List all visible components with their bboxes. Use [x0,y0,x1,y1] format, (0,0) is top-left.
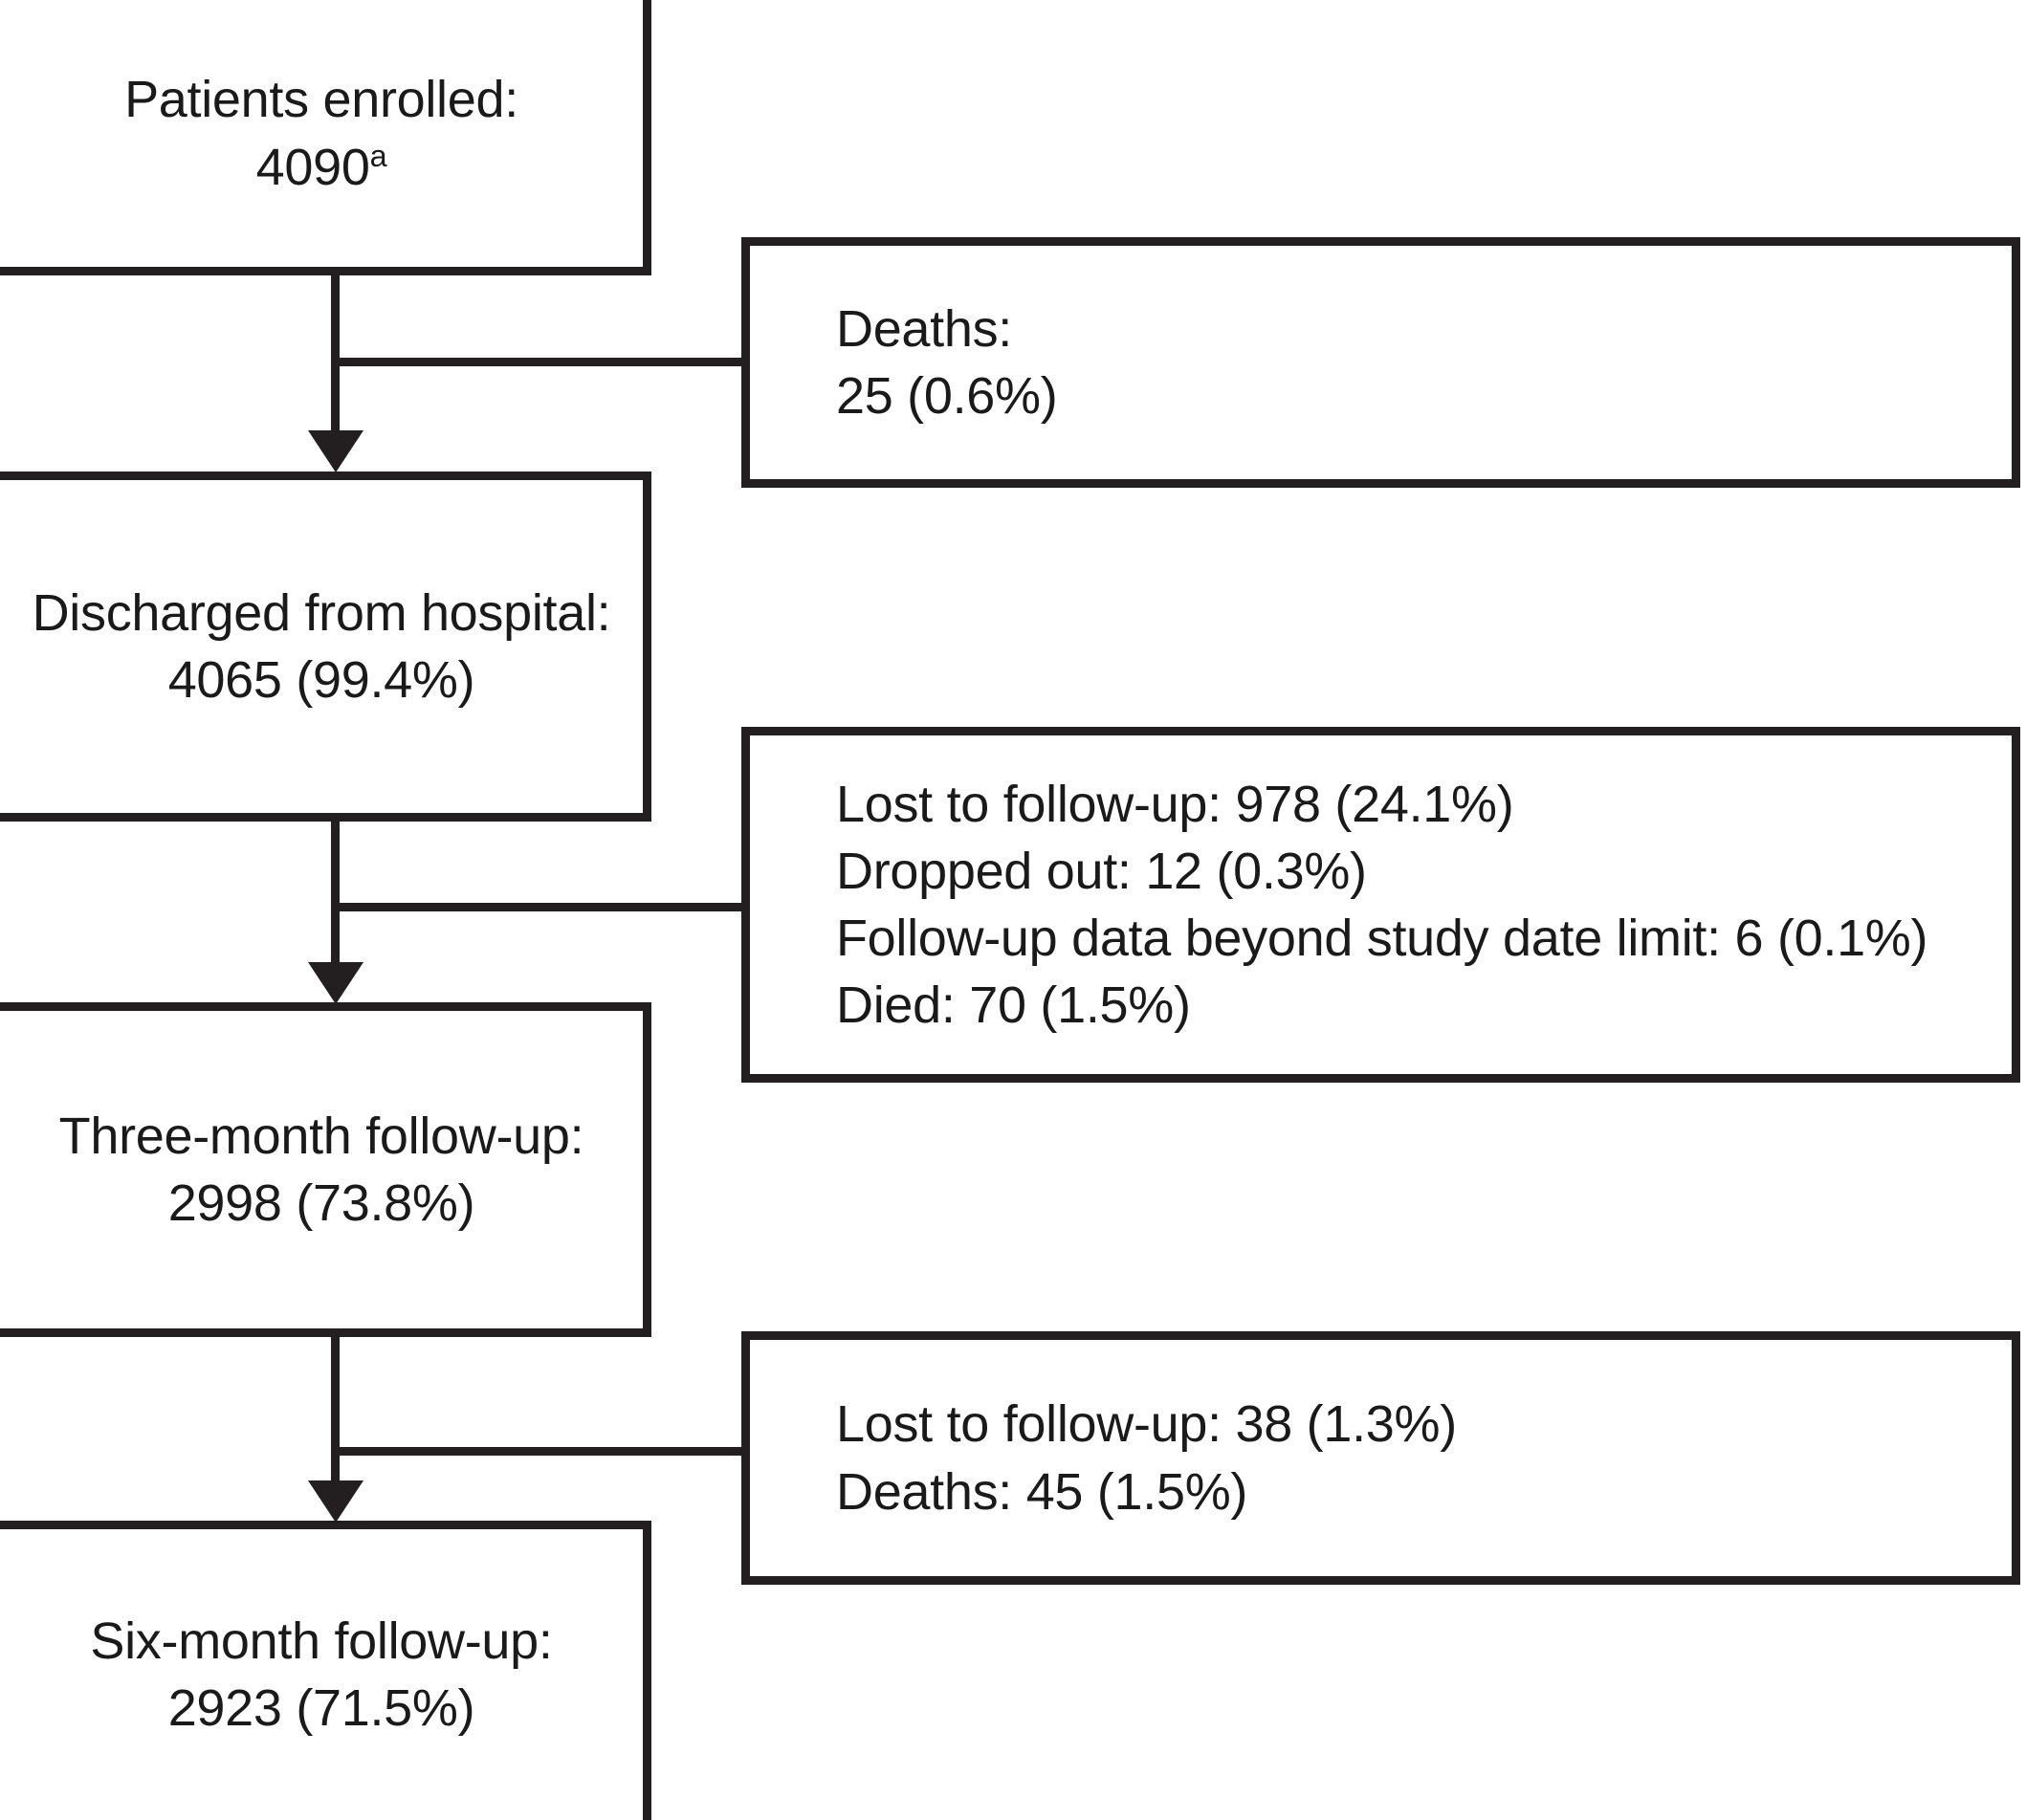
node-six-month-value: 2923 (71.5%) [167,1679,475,1737]
connector-vertical-enrolled-to-discharged [331,274,340,439]
arrowhead-to-discharged [308,430,363,472]
connector-vertical-three-month-to-six-month [331,1335,340,1488]
node-patients-enrolled-value: 4090a [256,134,387,201]
exclusion-box-after-enrollment: Deaths: 25 (0.6%) [741,237,2020,488]
connector-branch-to-deaths-box [331,358,746,366]
arrowhead-to-three-month [308,962,363,1004]
node-six-month-follow-up: Six-month follow-up: 2923 (71.5%) [0,1521,651,1820]
node-patients-enrolled-label: Patients enrolled: [124,71,518,129]
node-three-month-follow-up: Three-month follow-up: 2998 (73.8%) [0,1002,651,1337]
node-patients-enrolled: Patients enrolled: 4090a [0,0,651,275]
connector-vertical-discharged-to-three-month [331,820,340,971]
node-three-month-value: 2998 (73.8%) [167,1174,475,1232]
node-six-month-label: Six-month follow-up: [90,1612,553,1670]
exclusion-line: Lost to follow-up: 38 (1.3%) [836,1395,1457,1454]
exclusion-line: Follow-up data beyond study date limit: … [836,910,1928,967]
node-discharged-from-hospital: Discharged from hospital: 4065 (99.4%) [0,471,651,822]
node-discharged-label: Discharged from hospital: [32,583,611,642]
node-discharged-value: 4065 (99.4%) [167,651,475,709]
exclusion-line: Deaths: [836,299,1012,358]
exclusion-line: 25 (0.6%) [836,367,1058,425]
exclusion-line: Deaths: 45 (1.5%) [836,1462,1248,1521]
arrowhead-to-six-month [308,1480,363,1523]
connector-branch-to-followup-losses-box [331,903,746,911]
node-patients-enrolled-count: 4090 [255,138,370,196]
node-three-month-label: Three-month follow-up: [58,1107,584,1165]
exclusion-line: Dropped out: 12 (0.3%) [836,842,1367,900]
connector-branch-to-six-month-losses-box [331,1447,746,1456]
footnote-marker-a: a [369,138,387,173]
exclusion-line: Lost to follow-up: 978 (24.1%) [836,775,1514,833]
exclusion-box-after-discharge: Lost to follow-up: 978 (24.1%) Dropped o… [741,727,2020,1083]
exclusion-line: Died: 70 (1.5%) [836,976,1191,1035]
exclusion-box-after-three-month: Lost to follow-up: 38 (1.3%) Deaths: 45 … [741,1331,2020,1585]
